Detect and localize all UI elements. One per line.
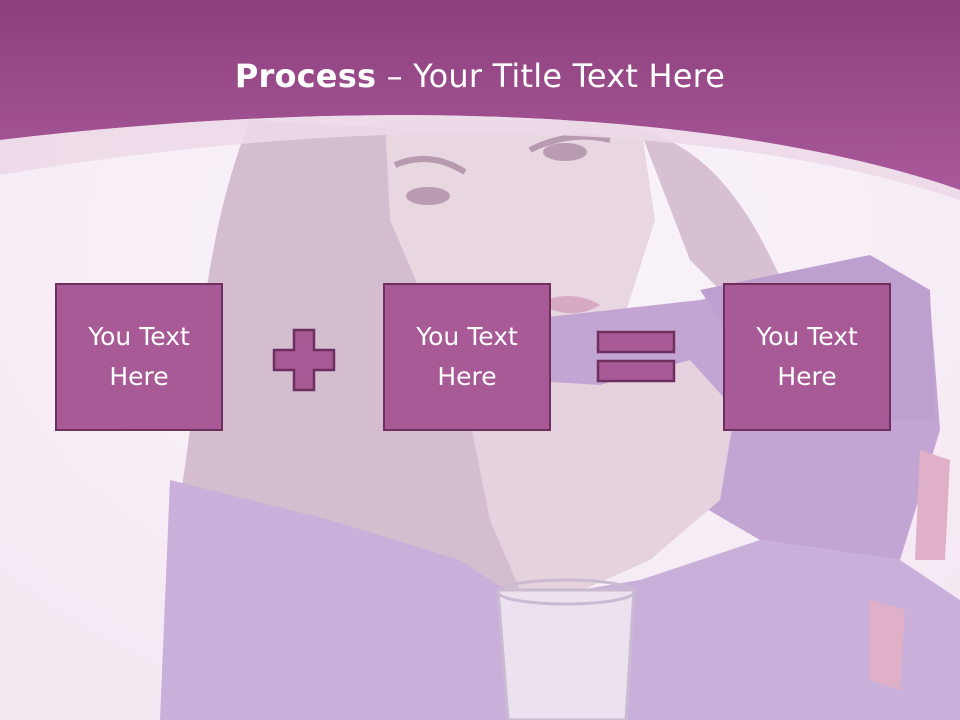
process-box-2-text: You Text Here [416,322,518,391]
header-band [0,0,960,200]
title-rest: Your Title Text Here [413,57,726,95]
title-dash: – [376,57,414,95]
process-box-3-text: You Text Here [756,322,858,391]
process-box-2[interactable]: You Text Here [383,283,551,431]
slide-title: Process – Your Title Text Here [0,54,960,98]
process-box-1[interactable]: You Text Here [55,283,223,431]
title-bold: Process [234,57,377,95]
equals-icon [596,330,676,383]
plus-icon [272,328,336,392]
process-box-1-text: You Text Here [88,322,190,391]
process-box-3[interactable]: You Text Here [723,283,891,431]
